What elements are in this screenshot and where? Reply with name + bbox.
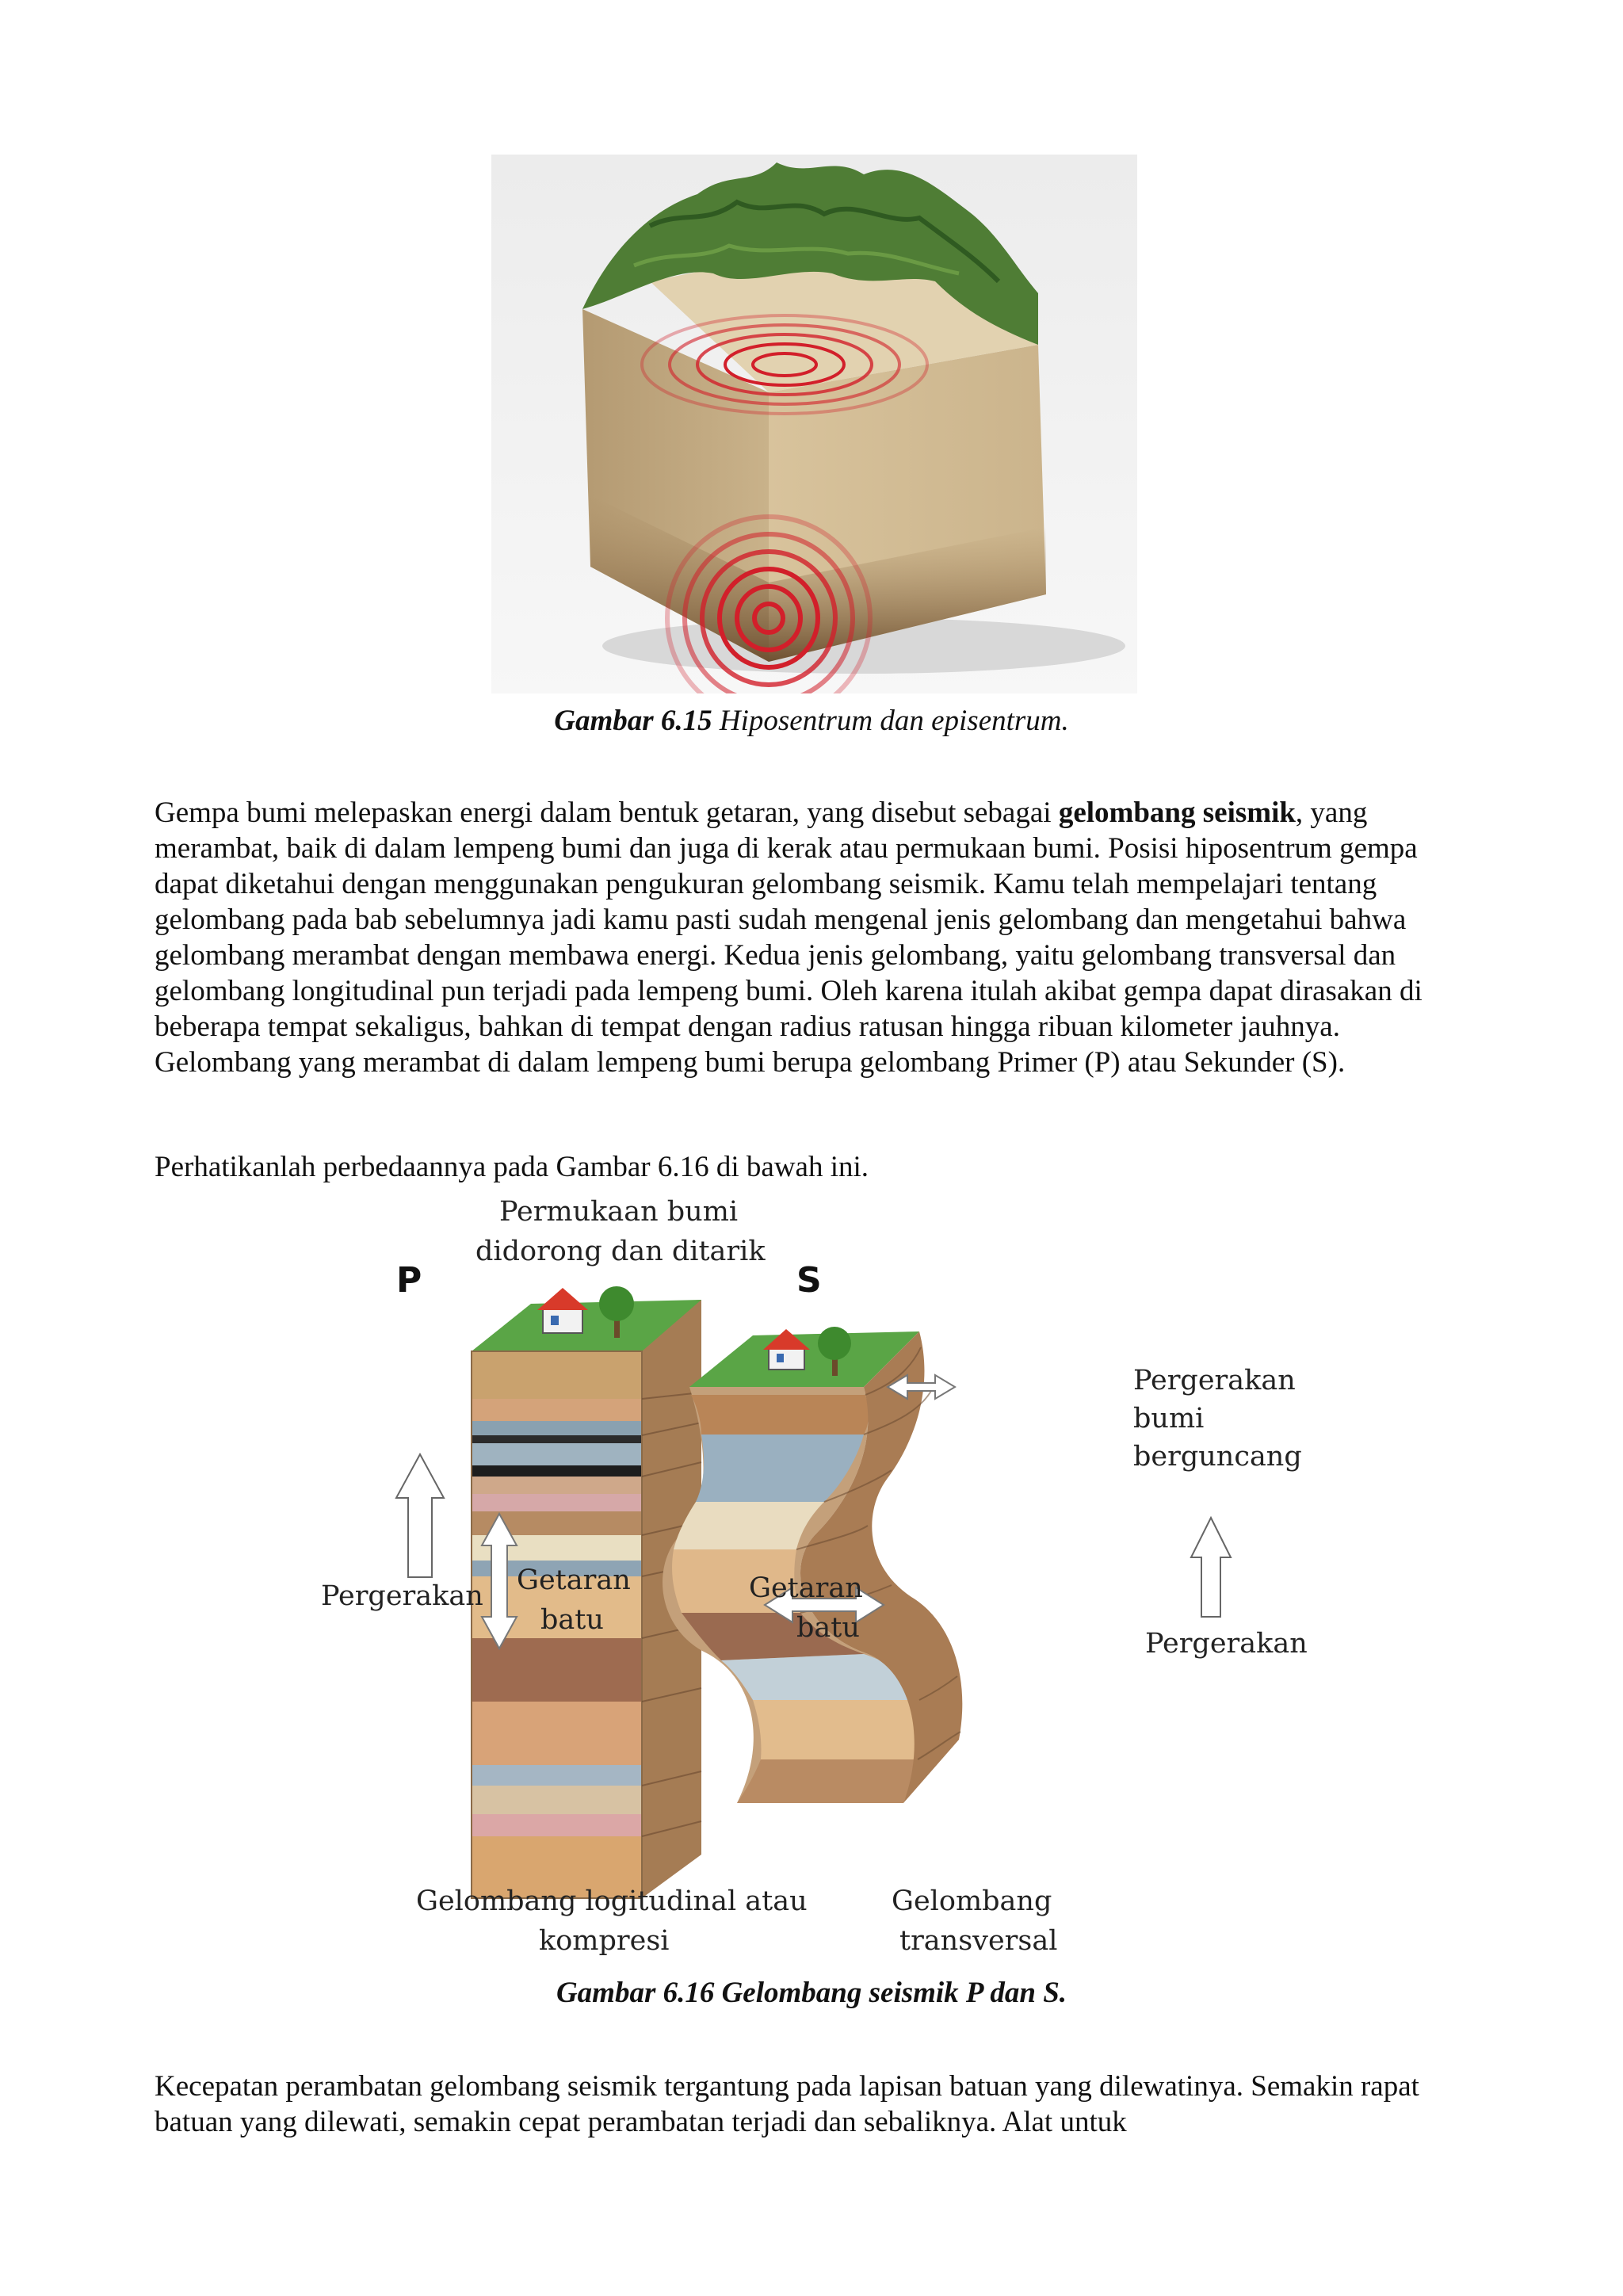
s-vibration-label-line2: batu (796, 1612, 860, 1644)
surface-label-line2: didorong dan ditarik (475, 1236, 766, 1267)
tree-icon (818, 1327, 851, 1376)
figure-caption-text: Hiposentrum dan episentrum. (712, 705, 1069, 737)
tree-icon (599, 1286, 634, 1338)
shake-label-line2: bumi (1133, 1403, 1204, 1435)
p-wave-name-line1: Gelombang logitudinal atau (416, 1885, 808, 1917)
p-wave-name-line2: kompresi (539, 1925, 669, 1957)
figure-caption: Gambar 6.15 Hiposentrum dan episentrum. (0, 704, 1623, 738)
paragraph-text: Gempa bumi melepaskan energi dalam bentu… (155, 797, 1059, 829)
bold-term: gelombang seismik (1058, 797, 1296, 829)
up-arrow-icon (395, 1452, 445, 1578)
shake-label-line1: Pergerakan (1133, 1365, 1296, 1396)
s-movement-label: Pergerakan (1145, 1628, 1308, 1660)
figure-caption-2: Gambar 6.16 Gelombang seismik P dan S. (0, 1976, 1623, 2010)
body-paragraph-3: Kecepatan perambatan gelombang seismik t… (155, 2070, 1419, 2138)
p-movement-label: Pergerakan (321, 1580, 483, 1612)
double-arrow-icon (480, 1511, 518, 1651)
p-vibration-label-line2: batu (540, 1604, 604, 1636)
paragraph-text: , yang merambat, baik di dalam lempeng b… (155, 797, 1423, 1079)
s-wave-name-line1: Gelombang (892, 1885, 1052, 1917)
figure-number: Gambar 6.15 (554, 705, 712, 737)
horizontal-double-arrow-icon (763, 1586, 885, 1624)
seismic-waves-diagram: P S Permukaan bumi didorong dan ditarik … (309, 1185, 1323, 1969)
figure-caption-text: Gambar 6.16 Gelombang seismik P dan S. (556, 1977, 1067, 2009)
s-wave-name-line2: transversal (899, 1925, 1057, 1957)
house-icon (763, 1329, 810, 1370)
s-wave-column (663, 1327, 963, 1803)
house-icon (537, 1288, 588, 1334)
body-paragraph: Gempa bumi melepaskan energi dalam bentu… (155, 795, 1454, 1080)
body-paragraph-2: Perhatikanlah perbedaannya pada Gambar 6… (155, 1151, 869, 1183)
hypocenter-epicenter-illustration (491, 155, 1137, 722)
s-wave-letter: S (796, 1260, 822, 1301)
p-vibration-label-line1: Getaran (517, 1564, 631, 1596)
shake-label-line3: berguncang (1133, 1441, 1302, 1473)
p-wave-letter: P (396, 1260, 422, 1301)
surface-label-line1: Permukaan bumi (499, 1196, 738, 1228)
s-vibration-label-line1: Getaran (749, 1572, 863, 1604)
horizontal-double-arrow-icon (886, 1373, 957, 1400)
up-arrow-icon (1190, 1515, 1232, 1618)
